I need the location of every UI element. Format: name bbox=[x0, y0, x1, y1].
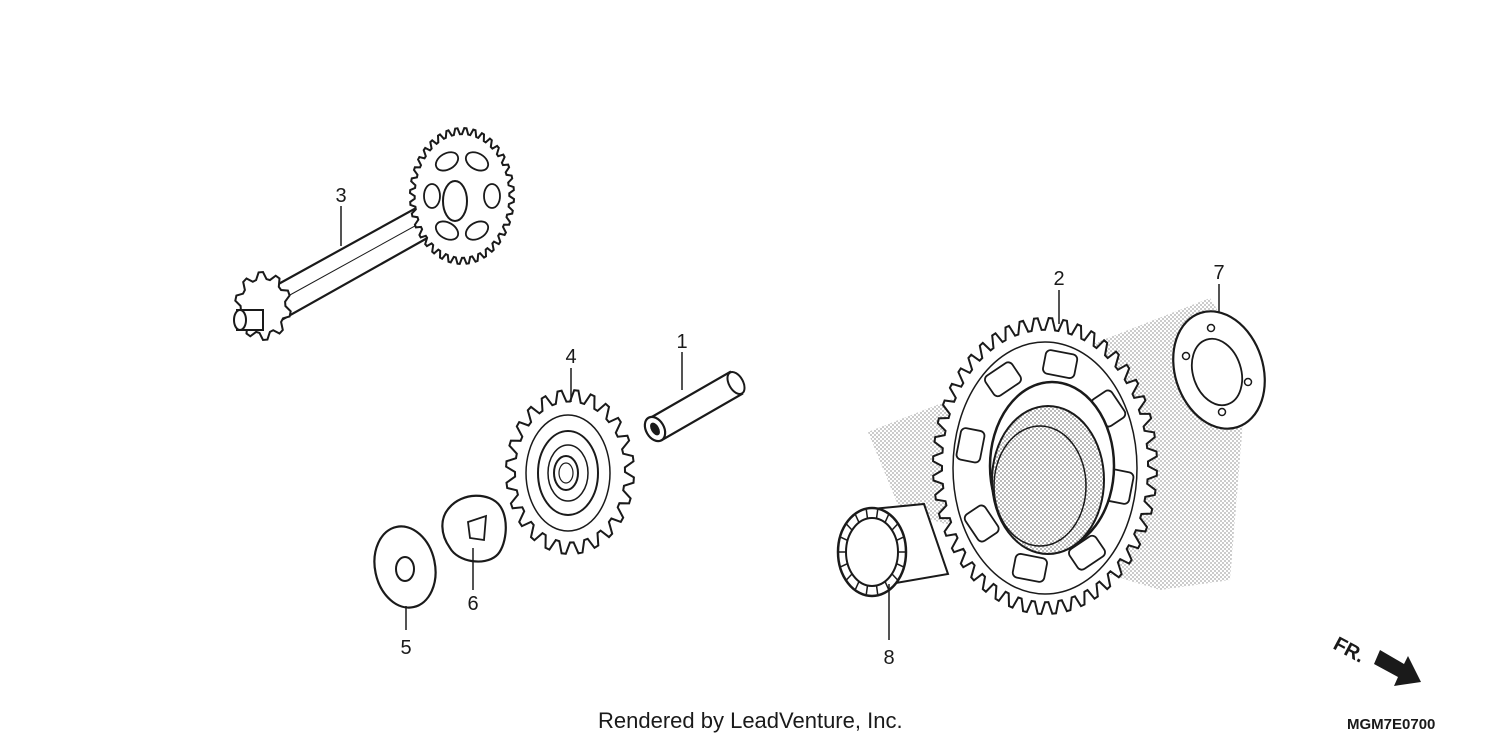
front-label: FR. bbox=[1330, 633, 1369, 668]
gear-window bbox=[434, 220, 460, 241]
needle-roller bbox=[896, 536, 904, 542]
callout-5: 5 bbox=[400, 637, 411, 659]
needle-roller bbox=[854, 514, 860, 523]
part-5-washer[interactable] bbox=[367, 521, 443, 614]
needle-roller bbox=[884, 514, 890, 523]
needle-roller bbox=[865, 509, 869, 519]
gear-window bbox=[483, 183, 501, 209]
needle-roller bbox=[865, 585, 869, 595]
needle-roller bbox=[884, 581, 890, 590]
gear-window bbox=[464, 220, 490, 241]
gear-window bbox=[1068, 534, 1106, 571]
gear-window bbox=[1011, 553, 1048, 583]
gear-window bbox=[434, 151, 460, 172]
gear-window bbox=[423, 183, 441, 209]
callout-7: 7 bbox=[1213, 262, 1224, 284]
gear-window bbox=[984, 361, 1022, 398]
part-1-collar[interactable] bbox=[641, 369, 748, 445]
callout-4: 4 bbox=[565, 346, 576, 368]
needle-roller bbox=[891, 573, 898, 581]
gear-window bbox=[963, 504, 1000, 543]
needle-roller bbox=[854, 581, 860, 590]
needle-roller bbox=[896, 562, 904, 568]
front-direction-indicator: FR. bbox=[1330, 633, 1421, 686]
part-2-starter-driven-gear[interactable] bbox=[932, 317, 1158, 615]
part-6-lock-washer[interactable] bbox=[441, 494, 507, 563]
gear-window bbox=[955, 427, 986, 464]
callout-2: 2 bbox=[1053, 268, 1064, 290]
part-7-thrust-washer[interactable] bbox=[1159, 299, 1280, 440]
callout-8: 8 bbox=[883, 647, 894, 669]
needle-roller bbox=[840, 536, 848, 542]
part-4-idle-gear[interactable] bbox=[505, 389, 635, 555]
part-3-counter-shaft[interactable] bbox=[233, 127, 516, 342]
diagram-code: MGM7E0700 bbox=[1347, 716, 1436, 733]
part-8-needle-bearing[interactable] bbox=[836, 502, 950, 598]
needle-roller bbox=[875, 509, 879, 519]
gear-window bbox=[464, 151, 490, 172]
callout-3: 3 bbox=[335, 185, 346, 207]
gear-window bbox=[1042, 349, 1079, 379]
callout-6: 6 bbox=[467, 593, 478, 615]
front-arrow-icon bbox=[1374, 650, 1421, 686]
needle-roller bbox=[846, 523, 853, 531]
leader-lines bbox=[340, 206, 1220, 640]
credit-line: Rendered by LeadVenture, Inc. bbox=[598, 708, 903, 733]
needle-roller bbox=[840, 562, 848, 568]
needle-roller bbox=[875, 585, 879, 595]
callout-1: 1 bbox=[676, 331, 687, 353]
needle-roller bbox=[846, 573, 853, 581]
needle-roller bbox=[891, 523, 898, 531]
